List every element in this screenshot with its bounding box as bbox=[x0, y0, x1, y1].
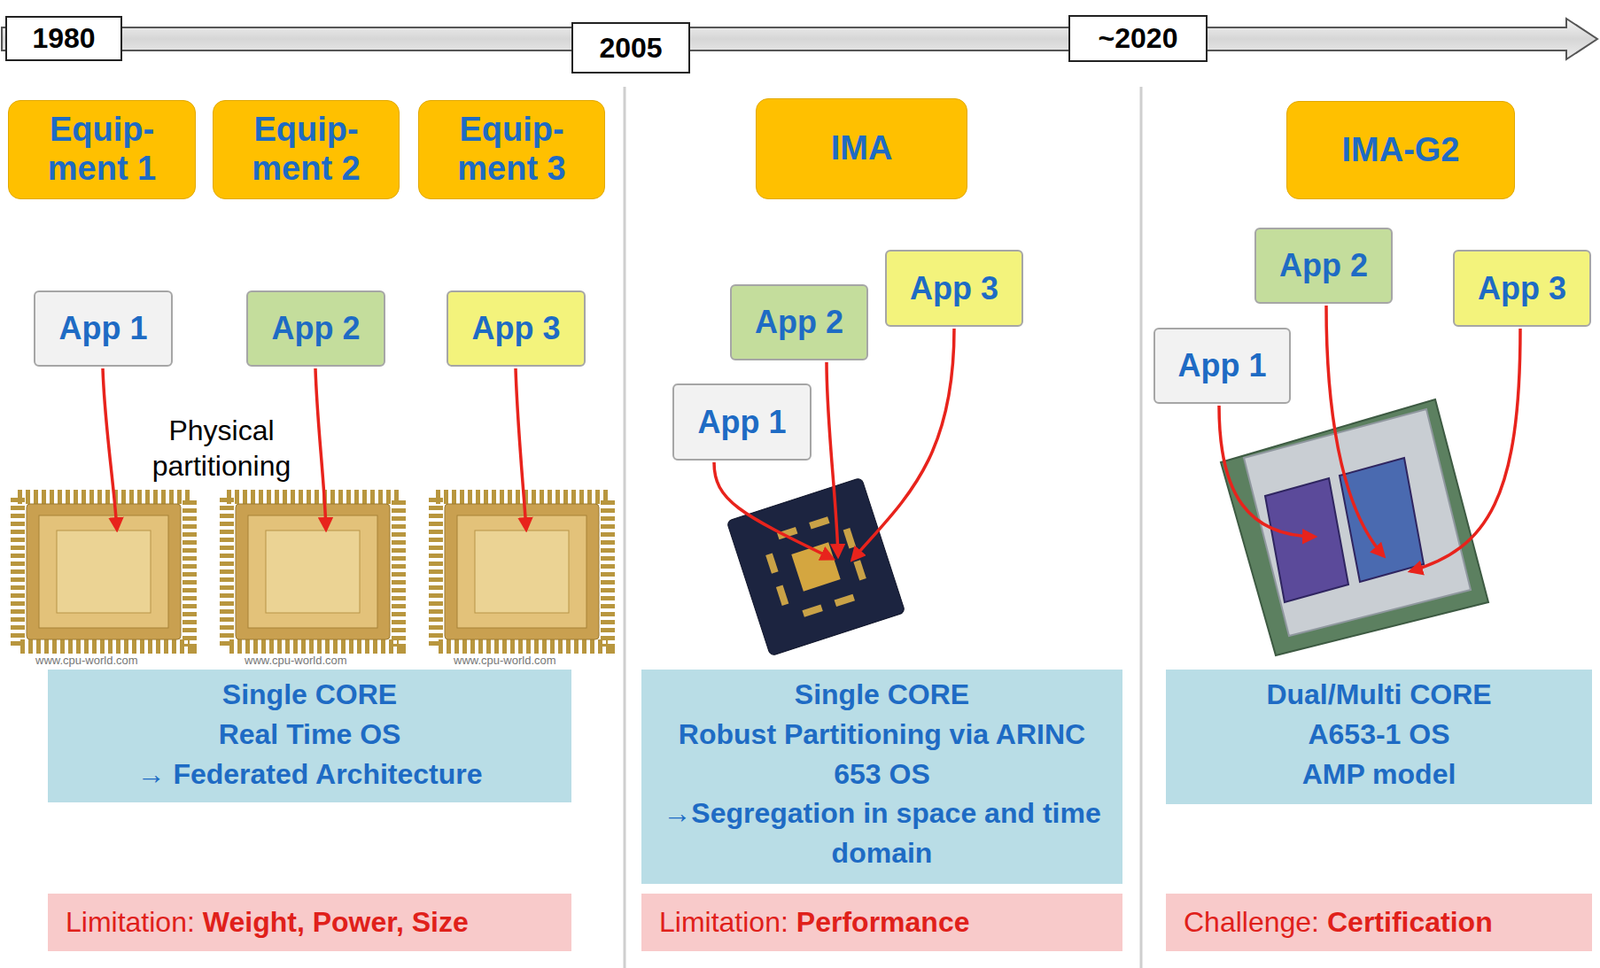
watermark: www.cpu-world.com bbox=[35, 654, 139, 668]
app-box: App 2 bbox=[730, 284, 869, 361]
annotation-label: Physical partitioning bbox=[132, 412, 311, 484]
limitation-box: Limitation:Performance bbox=[641, 893, 1123, 952]
cpu-chip bbox=[726, 477, 906, 657]
mapping-arrow bbox=[1410, 328, 1521, 572]
limitation-box: Challenge:Certification bbox=[1165, 893, 1593, 952]
box-text: App 2 bbox=[1279, 247, 1368, 285]
mapping-arrow bbox=[826, 362, 839, 557]
box-text: Equip- ment 3 bbox=[427, 110, 596, 188]
year-box: 2005 bbox=[571, 22, 691, 74]
ima-box: IMA-G2 bbox=[1286, 100, 1515, 200]
mapping-arrow bbox=[1326, 305, 1384, 557]
app-box: App 1 bbox=[672, 383, 812, 461]
equipment-box: Equip- ment 1 bbox=[7, 100, 196, 200]
box-text: Single CORE bbox=[659, 675, 1105, 715]
cpu-chip bbox=[17, 497, 190, 647]
box-text: ~2020 bbox=[1098, 22, 1179, 55]
box-text: Equip- ment 1 bbox=[17, 110, 187, 188]
cpu-chip bbox=[435, 497, 608, 647]
mapping-arrow bbox=[1219, 405, 1315, 537]
limitation-heading: Limitation: bbox=[65, 906, 195, 940]
feature-box: Dual/Multi COREA653-1 OSAMP model bbox=[1165, 669, 1593, 805]
limitation-text: Certification bbox=[1327, 906, 1493, 940]
box-text: App 1 bbox=[697, 403, 786, 442]
box-text: AMP model bbox=[1183, 754, 1575, 795]
limitation-heading: Challenge: bbox=[1183, 906, 1320, 940]
box-text: App 2 bbox=[754, 303, 844, 342]
box-text: Single CORE bbox=[65, 675, 554, 715]
mapping-arrow bbox=[102, 368, 117, 530]
watermark: www.cpu-world.com bbox=[244, 654, 348, 668]
equipment-box: Equip- ment 2 bbox=[212, 100, 400, 200]
box-text: App 3 bbox=[471, 310, 560, 348]
app-box: App 1 bbox=[33, 290, 173, 367]
box-text: App 1 bbox=[1177, 347, 1267, 385]
box-text: 2005 bbox=[598, 31, 662, 65]
box-text: →Segregation in space and time domain bbox=[659, 793, 1105, 874]
box-text: Real Time OS bbox=[65, 714, 554, 755]
year-box: 1980 bbox=[5, 15, 123, 62]
mapping-arrow bbox=[315, 368, 327, 530]
app-box: App 3 bbox=[885, 249, 1024, 327]
app-box: App 3 bbox=[1452, 249, 1592, 327]
app-box: App 2 bbox=[1254, 227, 1393, 304]
mapping-arrow bbox=[714, 462, 833, 560]
limitation-box: Limitation:Weight, Power, Size bbox=[47, 893, 572, 952]
box-text: IMA-G2 bbox=[1342, 131, 1461, 171]
mapping-arrow bbox=[852, 328, 955, 560]
box-text: Dual/Multi CORE bbox=[1183, 675, 1575, 715]
limitation-heading: Limitation: bbox=[659, 906, 789, 940]
box-text: App 1 bbox=[58, 310, 148, 348]
mapping-arrow bbox=[515, 368, 527, 530]
equipment-box: Equip- ment 3 bbox=[418, 100, 606, 200]
box-text: App 3 bbox=[1477, 270, 1567, 308]
feature-box: Single COREReal Time OS→ Federated Archi… bbox=[47, 669, 572, 803]
feature-box: Single CORERobust Partitioning via ARINC… bbox=[641, 669, 1123, 885]
column-separator bbox=[623, 86, 627, 968]
cpu-chip bbox=[1220, 399, 1489, 656]
app-box: App 1 bbox=[1153, 327, 1291, 404]
box-text: A653-1 OS bbox=[1183, 714, 1575, 755]
watermark: www.cpu-world.com bbox=[453, 654, 557, 668]
limitation-text: Weight, Power, Size bbox=[202, 906, 469, 940]
box-text: Robust Partitioning via ARINC 653 OS bbox=[659, 714, 1105, 795]
box-text: 1980 bbox=[31, 22, 95, 55]
box-text: IMA bbox=[831, 129, 894, 169]
year-box: ~2020 bbox=[1068, 15, 1208, 63]
app-box: App 2 bbox=[246, 290, 386, 367]
box-text: Equip- ment 2 bbox=[222, 110, 390, 188]
box-text: → Federated Architecture bbox=[65, 754, 554, 795]
timeline-arrow bbox=[1, 18, 1598, 60]
box-text: App 3 bbox=[909, 270, 999, 308]
box-text: App 2 bbox=[271, 310, 360, 348]
ima-box: IMA bbox=[755, 98, 968, 200]
app-box: App 3 bbox=[446, 290, 586, 367]
limitation-text: Performance bbox=[796, 906, 971, 940]
cpu-chip bbox=[226, 497, 399, 647]
column-separator bbox=[1140, 86, 1143, 968]
